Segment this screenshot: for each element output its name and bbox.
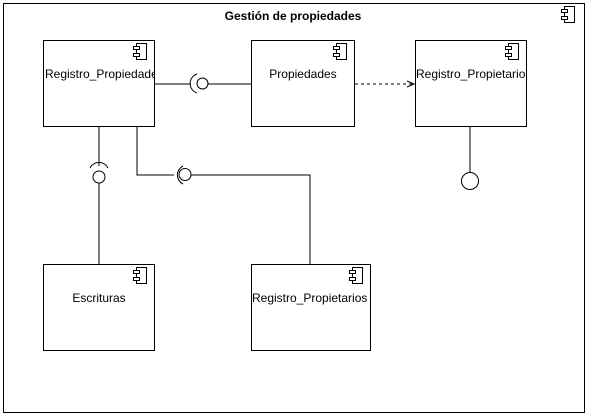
- component-registro-propiedades[interactable]: Registro_Propiedades: [43, 40, 164, 127]
- component-icon: [561, 6, 575, 23]
- component-icon: [133, 43, 147, 60]
- lollipop-interface-icon: [461, 172, 479, 190]
- component-icon: [333, 43, 347, 60]
- component-icon: [505, 43, 519, 60]
- subsystem-title: Gestión de propiedades: [225, 9, 362, 23]
- connector-line[interactable]: [191, 174, 311, 264]
- lollipop-interface-icon: [178, 168, 192, 181]
- lollipop-interface-icon: [92, 170, 106, 184]
- component-label: Registro_Propiedades: [45, 67, 164, 81]
- component-icon: [349, 267, 363, 284]
- component-escrituras[interactable]: Escrituras: [43, 264, 155, 351]
- component-propiedades[interactable]: Propiedades: [251, 40, 355, 127]
- component-label: Registro_Propietarios: [416, 67, 531, 81]
- socket-interface-icon: [176, 165, 184, 185]
- component-icon: [133, 267, 147, 284]
- socket-interface-icon: [89, 161, 109, 169]
- connector-line[interactable]: [136, 126, 174, 176]
- component-label: Escrituras: [72, 291, 125, 305]
- component-label: Registro_Propietarios: [252, 291, 367, 305]
- component-registro-propietarios-top[interactable]: Registro_Propietarios: [415, 40, 532, 127]
- component-registro-propietarios-bottom[interactable]: Registro_Propietarios: [251, 264, 371, 351]
- connectors: [89, 73, 479, 264]
- lollipop-interface-icon: [196, 77, 209, 90]
- component-label: Propiedades: [269, 67, 336, 81]
